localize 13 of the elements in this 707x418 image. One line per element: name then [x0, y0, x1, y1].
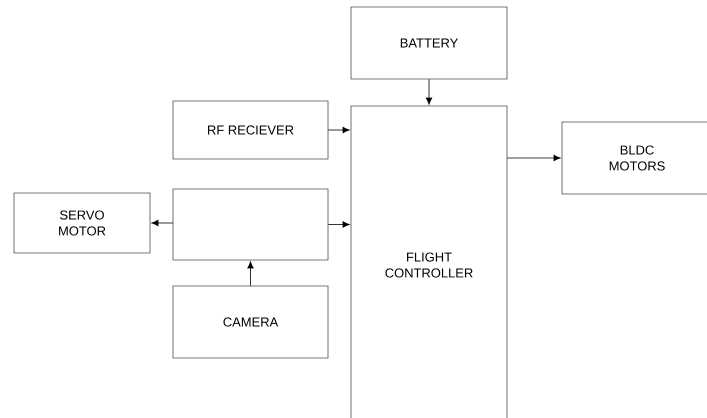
block-box: BATTERY: [350, 6, 508, 80]
block-box: SERVO MOTOR: [14, 192, 150, 254]
arrow: [328, 126, 350, 134]
arrow: [507, 154, 561, 162]
arrow: [426, 79, 432, 105]
arrow: [151, 220, 173, 226]
arrow: [247, 261, 254, 286]
block-box: FLIGHT CONTROLLER: [350, 106, 508, 418]
block-box: BLDC MOTORS: [562, 122, 707, 194]
arrow: [328, 221, 350, 228]
empty-box: [172, 188, 328, 260]
block-box: RF RECIEVER: [172, 100, 328, 160]
block-box: CAMERA: [172, 286, 328, 358]
